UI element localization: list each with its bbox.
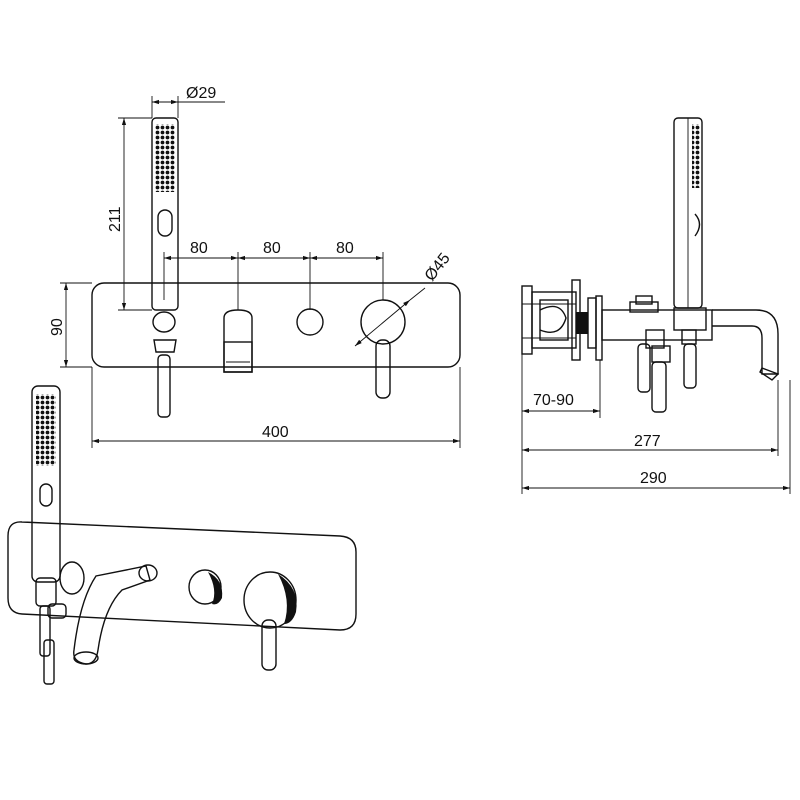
- dim-spout-projection: 277: [521, 380, 779, 456]
- label-wall-depth: 70-90: [533, 392, 574, 409]
- dim-diameter-29: Ø29: [151, 85, 225, 118]
- spout-front: [223, 309, 253, 373]
- dim-wall-depth: 70-90: [521, 354, 601, 418]
- perspective-hand-shower: [31, 385, 85, 685]
- side-view: 70-90 277 290: [521, 117, 791, 494]
- dim-spacings: 80 80 80: [163, 240, 384, 310]
- perspective-spout: [73, 564, 158, 665]
- mixer-knob-front: [360, 299, 406, 399]
- perspective-diverter: [188, 569, 223, 605]
- perspective-view: [7, 385, 357, 685]
- label-knob-diameter: Ø45: [422, 250, 454, 284]
- label-handshower-diameter: Ø29: [186, 85, 216, 102]
- label-spacing-3: 80: [336, 240, 354, 257]
- label-plate-height: 90: [49, 318, 66, 336]
- hand-shower: [151, 117, 179, 418]
- dim-plate-height-90: 90: [49, 282, 92, 368]
- hand-shower-side: [673, 117, 703, 309]
- wall-box: [521, 279, 603, 361]
- dim-diameter-45: Ø45: [354, 250, 454, 347]
- body-side: [601, 295, 713, 413]
- perspective-plate: [7, 521, 357, 631]
- dim-height-211: 211: [107, 117, 152, 311]
- label-handshower-height: 211: [107, 206, 124, 232]
- label-spacing-1: 80: [190, 240, 208, 257]
- label-spout-projection: 277: [634, 433, 661, 450]
- dim-plate-width-400: 400: [91, 367, 461, 448]
- wall-plate: [91, 282, 461, 368]
- perspective-mixer: [243, 571, 297, 671]
- label-spacing-2: 80: [263, 240, 281, 257]
- label-plate-width: 400: [262, 424, 289, 441]
- dim-total-depth: 290: [521, 380, 791, 494]
- label-total-depth: 290: [640, 470, 667, 487]
- spout-side: [712, 309, 780, 381]
- front-view: Ø29 211 80 80 80 Ø45: [49, 85, 461, 448]
- diverter-knob: [296, 308, 324, 336]
